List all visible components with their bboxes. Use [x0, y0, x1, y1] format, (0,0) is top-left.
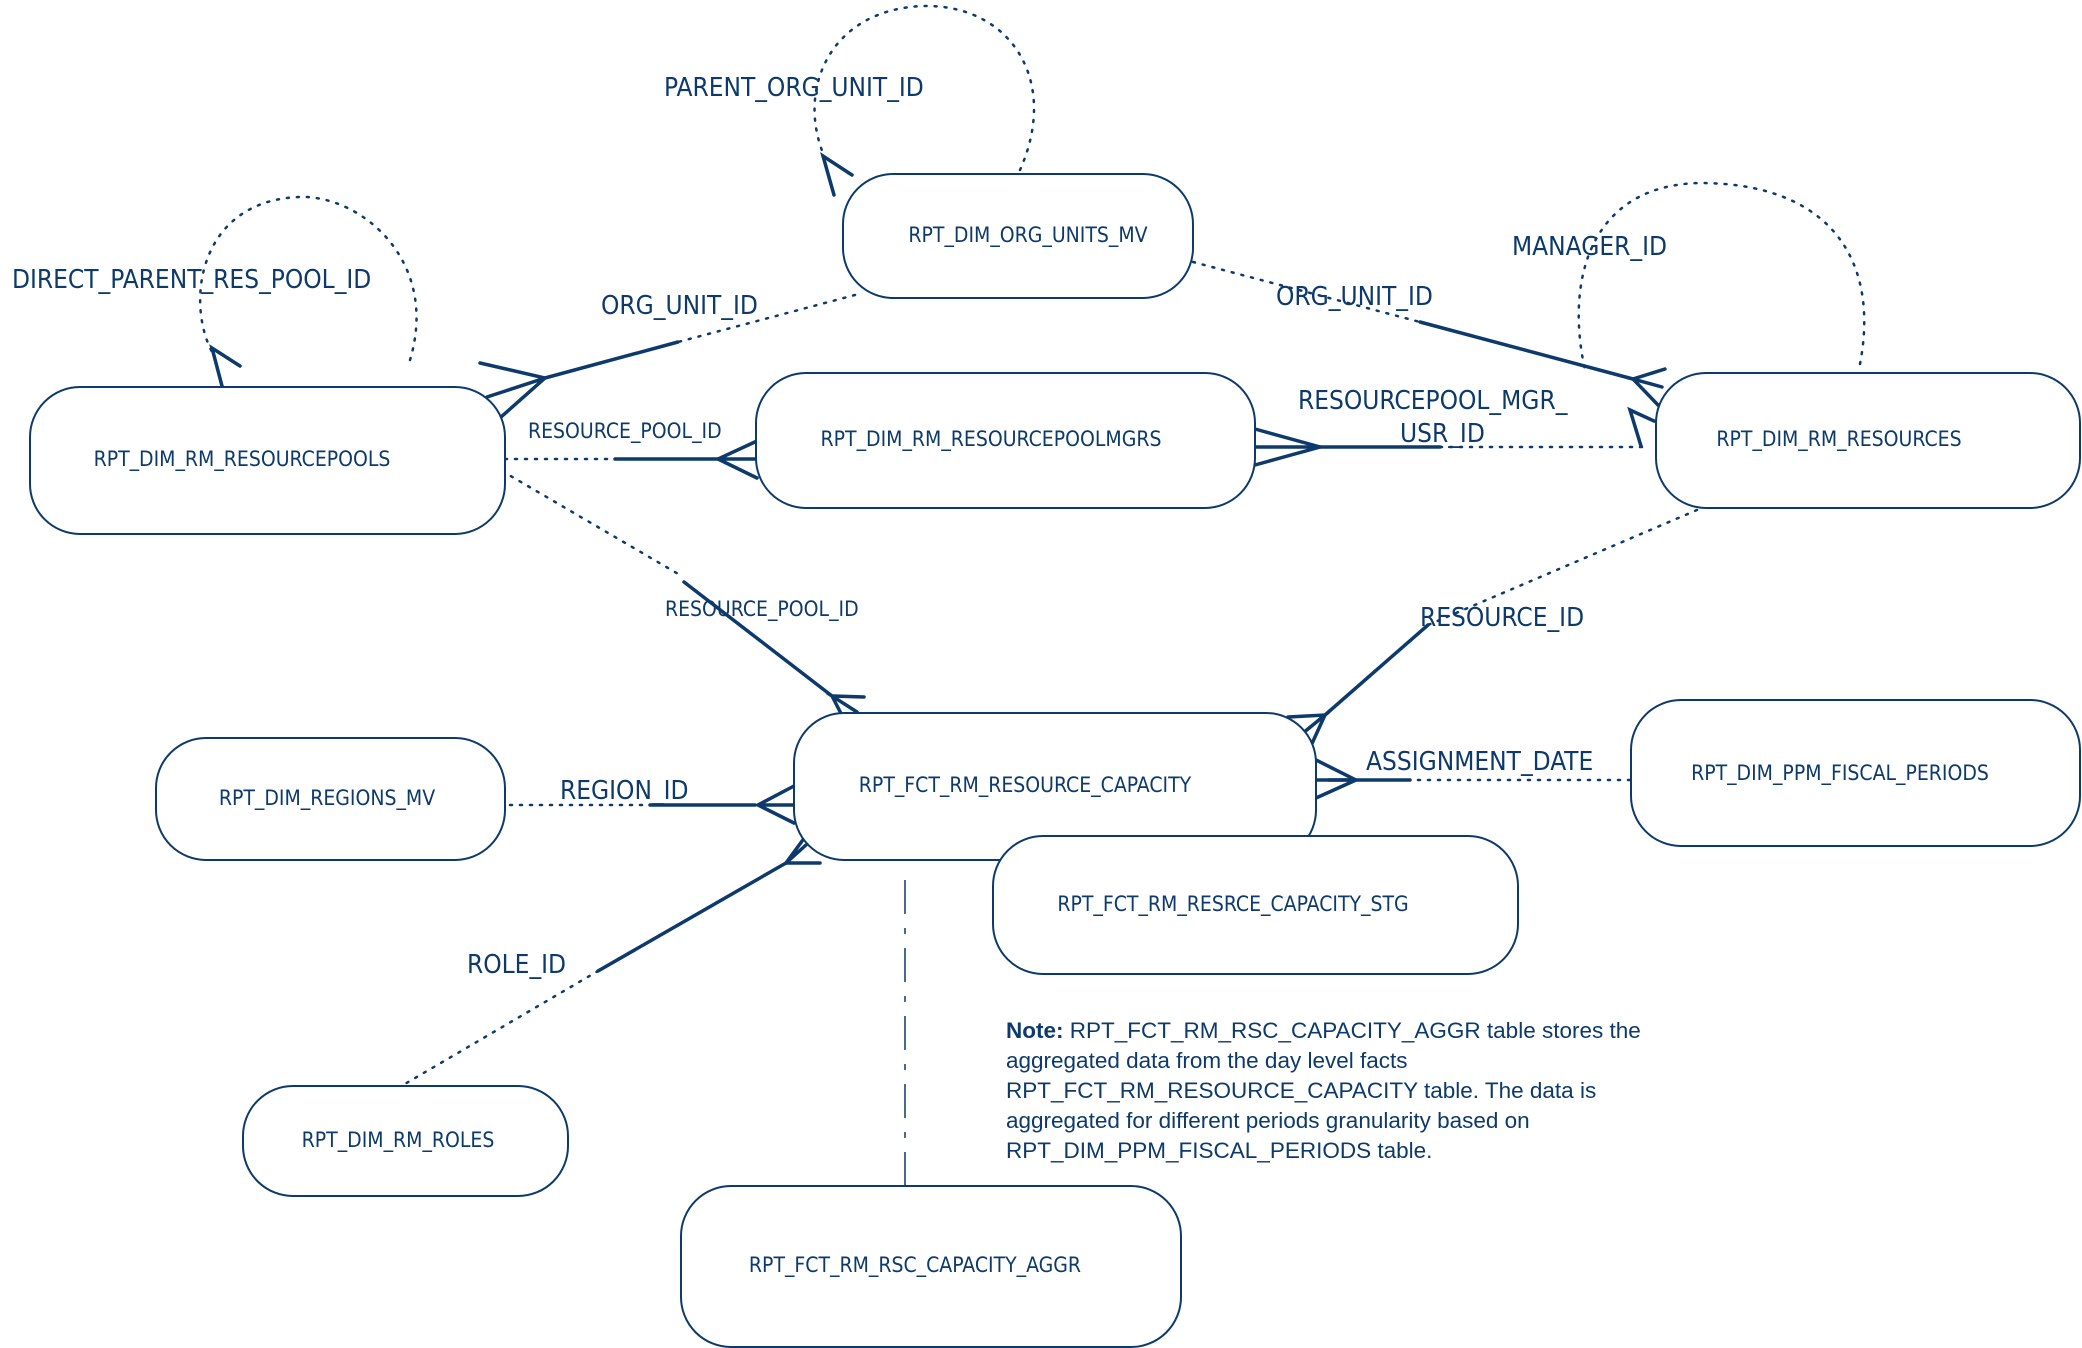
- entity-box[interactable]: [29, 386, 506, 535]
- entity-label: RPT_DIM_RM_RESOURCEPOOLMGRS: [821, 427, 1162, 452]
- loop-arc: [1577, 181, 1866, 372]
- entity-box[interactable]: [155, 737, 506, 861]
- entity-label: RPT_DIM_PPM_FISCAL_PERIODS: [1691, 761, 1989, 786]
- entity-label: RPT_FCT_RM_RSC_CAPACITY_AGGR: [749, 1253, 1081, 1278]
- entity-box[interactable]: [992, 835, 1519, 975]
- entity-box[interactable]: [842, 173, 1194, 299]
- rel-label-role-id: ROLE_ID: [467, 950, 566, 980]
- entity-box[interactable]: [755, 372, 1256, 509]
- rel-resource-pool-mgrs: [483, 439, 759, 480]
- entity-label: RPT_DIM_RM_RESOURCEPOOLS: [94, 447, 391, 472]
- entity-org-units[interactable]: RPT_DIM_ORG_UNITS_MV: [842, 173, 1194, 299]
- rel-label-manager-id: MANAGER_ID: [1512, 232, 1667, 262]
- crow-foot-icon: [820, 151, 854, 197]
- crow-foot-icon: [713, 439, 759, 480]
- rel-label-parent-org-unit-id: PARENT_ORG_UNIT_ID: [664, 73, 924, 103]
- rel-line-mandatory: [1323, 623, 1430, 717]
- entity-box[interactable]: [680, 1185, 1182, 1348]
- rel-label-resource-id: RESOURCE_ID: [1420, 603, 1584, 633]
- entity-roles[interactable]: RPT_DIM_RM_ROLES: [242, 1085, 569, 1197]
- rel-region: [508, 784, 796, 825]
- rel-line-optional: [1191, 260, 1422, 324]
- rel-assignment-date: [1314, 758, 1632, 800]
- rel-org-unit-pools: [478, 293, 857, 427]
- entity-box[interactable]: [242, 1085, 569, 1197]
- entity-fiscal-periods[interactable]: RPT_DIM_PPM_FISCAL_PERIODS: [1630, 699, 2081, 847]
- crow-foot-icon: [1253, 427, 1327, 467]
- entity-box[interactable]: [1630, 699, 2081, 847]
- loop-parent-org-unit: [813, 4, 1036, 197]
- entity-label: RPT_FCT_RM_RESOURCE_CAPACITY: [859, 773, 1192, 798]
- entity-label: RPT_DIM_RM_RESOURCES: [1716, 427, 1961, 452]
- crow-foot-icon: [754, 784, 796, 825]
- loop-arc: [813, 4, 1036, 172]
- rel-line-optional: [1426, 508, 1699, 627]
- entity-box[interactable]: [1655, 372, 2081, 509]
- rel-line-mandatory: [596, 861, 788, 973]
- rel-line-mandatory: [543, 340, 680, 380]
- entity-label: RPT_FCT_RM_RESRCE_CAPACITY_STG: [1057, 892, 1408, 917]
- crow-foot-icon: [1314, 758, 1361, 800]
- crow-foot-icon: [1626, 367, 1667, 407]
- entity-capacity-aggr[interactable]: RPT_FCT_RM_RSC_CAPACITY_AGGR: [680, 1185, 1182, 1348]
- entity-resourcepoolmgrs[interactable]: RPT_DIM_RM_RESOURCEPOOLMGRS: [755, 372, 1256, 509]
- rel-line-optional: [483, 459, 682, 577]
- rel-label-resource-pool-id-capacity: RESOURCE_POOL_ID: [665, 597, 859, 622]
- rel-line-optional: [396, 969, 600, 1090]
- rel-line-mandatory: [682, 580, 834, 698]
- entity-label: RPT_DIM_ORG_UNITS_MV: [908, 223, 1147, 248]
- entity-resourcepools[interactable]: RPT_DIM_RM_RESOURCEPOOLS: [29, 386, 506, 535]
- crow-foot-icon: [209, 344, 242, 388]
- loop-direct-parent-res-pool: [198, 195, 418, 388]
- entity-resources[interactable]: RPT_DIM_RM_RESOURCES: [1655, 372, 2081, 509]
- rel-label-assignment-date: ASSIGNMENT_DATE: [1366, 747, 1593, 777]
- rel-resourcepool-mgr-usr: [1253, 427, 1644, 467]
- rel-role: [396, 835, 822, 1090]
- entity-capacity-stg[interactable]: RPT_FCT_RM_RESRCE_CAPACITY_STG: [992, 835, 1519, 975]
- diagram-note: Note: RPT_FCT_RM_RSC_CAPACITY_AGGR table…: [1006, 1016, 1706, 1166]
- note-label: Note:: [1006, 1018, 1064, 1043]
- entity-label: RPT_DIM_REGIONS_MV: [219, 786, 435, 811]
- rel-line-optional: [676, 293, 857, 344]
- rel-label-org-unit-id-pools: ORG_UNIT_ID: [601, 291, 758, 321]
- crow-foot-icon: [782, 835, 822, 865]
- rel-resource-capacity: [1286, 508, 1699, 763]
- crow-foot-icon: [1627, 406, 1656, 448]
- rel-label-org-unit-id-resources: ORG_UNIT_ID: [1276, 282, 1433, 312]
- entity-regions[interactable]: RPT_DIM_REGIONS_MV: [155, 737, 506, 861]
- note-text: RPT_FCT_RM_RSC_CAPACITY_AGGR table store…: [1006, 1018, 1641, 1163]
- loop-manager: [1577, 181, 1866, 372]
- entity-resource-capacity[interactable]: RPT_FCT_RM_RESOURCE_CAPACITY: [793, 712, 1317, 861]
- loop-arc: [198, 195, 418, 362]
- entity-label: RPT_DIM_RM_ROLES: [302, 1128, 495, 1153]
- rel-label-resource-pool-id-mgrs: RESOURCE_POOL_ID: [528, 419, 722, 444]
- rel-label-resourcepool-mgr-usr-id-line2: USR_ID: [1400, 419, 1485, 449]
- rel-label-resourcepool-mgr-usr-id-line1: RESOURCEPOOL_MGR_: [1298, 386, 1568, 416]
- rel-label-direct-parent-res-pool-id: DIRECT_PARENT_RES_POOL_ID: [12, 265, 371, 295]
- rel-label-region-id: REGION_ID: [560, 776, 689, 806]
- rel-org-unit-resources: [1191, 260, 1667, 407]
- rel-line-mandatory: [1418, 320, 1635, 381]
